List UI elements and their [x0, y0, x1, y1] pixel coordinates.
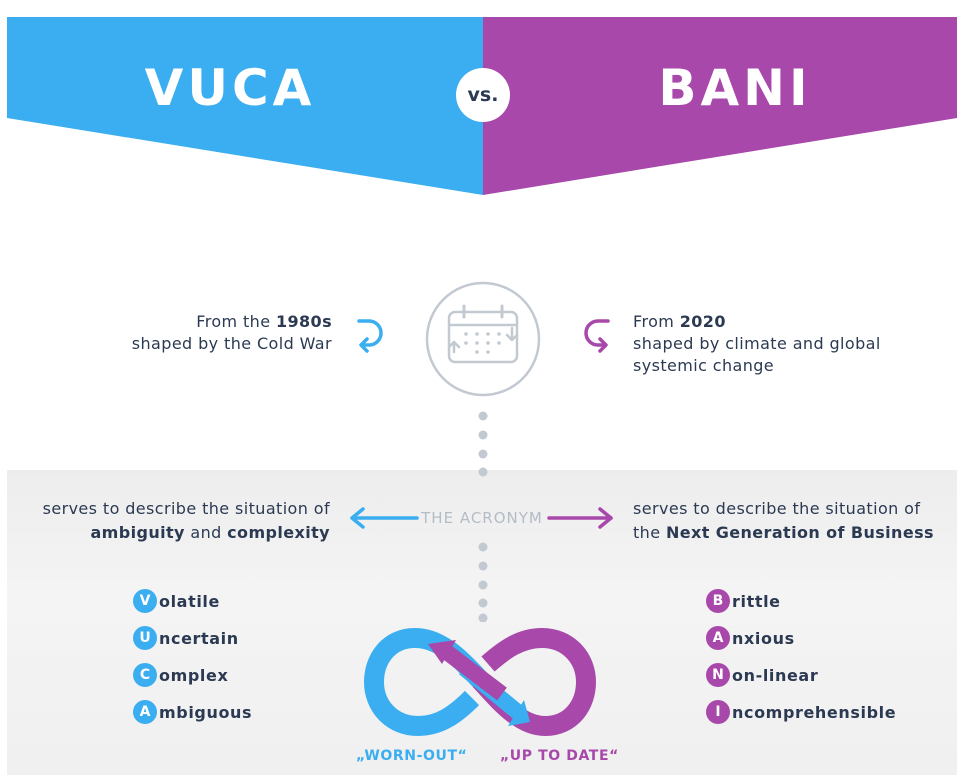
acronym-label: THE ACRONYM: [421, 509, 543, 527]
left-arrow-head-icon: [350, 507, 365, 529]
blue-arrow-head-icon: [508, 700, 530, 726]
infinity-blue-half: [363, 627, 488, 737]
vuca-item-complex: C omplex: [133, 662, 228, 688]
bani-era-line1: From 2020: [633, 312, 726, 331]
worn-out-label: „WORN-OUT“: [356, 748, 468, 764]
bani-item-word: on-linear: [732, 665, 819, 685]
vuca-description: serves to describe the situation of ambi…: [20, 497, 330, 545]
bani-item-brittle: B rittle: [706, 588, 781, 614]
vuca-item-word: ncertain: [159, 628, 239, 648]
purple-arrow-head-icon: [428, 640, 456, 664]
bani-era-line2: shaped by climate and global: [633, 334, 881, 353]
acronym-double-arrow: [350, 507, 613, 529]
vuca-description-line1: serves to describe the situation of: [42, 499, 330, 518]
vs-badge: vs.: [456, 68, 510, 122]
vuca-title: VUCA: [144, 59, 316, 117]
dotted-connector-upper: [478, 411, 488, 477]
vuca-item-word: mbiguous: [159, 702, 253, 722]
bani-era-line3: systemic change: [633, 356, 775, 375]
bani-letter-badge: I: [706, 700, 730, 724]
bani-item-word: ncomprehensible: [732, 702, 897, 722]
vuca-letter-badge: U: [133, 626, 157, 650]
bani-letter-badge: B: [706, 589, 730, 613]
bani-era-text: From 2020 shaped by climate and global s…: [633, 311, 933, 377]
vuca-item-volatile: V olatile: [133, 588, 220, 614]
vuca-era-text: From the 1980s shaped by the Cold War: [60, 311, 332, 355]
vuca-letter-badge: C: [133, 663, 157, 687]
vuca-item-word: omplex: [159, 665, 229, 685]
right-arrow-head-icon: [598, 507, 613, 529]
bani-description-line1: serves to describe the situation of: [633, 499, 921, 518]
bani-description: serves to describe the situation of the …: [633, 497, 953, 545]
bani-curve-arrow-icon: [584, 319, 610, 353]
vuca-description-line2: ambiguity and complexity: [90, 523, 330, 542]
bani-item-word: nxious: [732, 628, 795, 648]
vuca-curve-arrow-icon: [357, 319, 383, 353]
up-to-date-label: „UP TO DATE“: [500, 748, 619, 764]
bani-title: BANI: [658, 59, 812, 117]
vuca-era-year: 1980s: [275, 312, 332, 331]
vuca-letter-badge: V: [133, 589, 157, 613]
bani-item-incomprehensible: I ncomprehensible: [706, 699, 896, 725]
bani-item-word: rittle: [732, 591, 781, 611]
acronym-panel: [7, 470, 957, 775]
vuca-era-line2: shaped by the Cold War: [131, 334, 332, 353]
bani-description-line2: the Next Generation of Business: [633, 523, 934, 542]
vuca-era-line1: From the 1980s: [196, 312, 332, 331]
bani-era-year: 2020: [679, 312, 726, 331]
bani-letter-badge: N: [706, 663, 730, 687]
bani-item-non-linear: N on-linear: [706, 662, 818, 688]
vuca-banner: [7, 17, 483, 195]
header-banner: [7, 17, 957, 195]
bani-item-anxious: A nxious: [706, 625, 795, 651]
bani-letter-badge: A: [706, 626, 730, 650]
calendar-refresh-icon: [425, 281, 541, 397]
vuca-letter-badge: A: [133, 700, 157, 724]
vuca-item-ambiguous: A mbiguous: [133, 699, 252, 725]
bani-banner: [483, 17, 957, 195]
infinity-loop-icon: [363, 627, 597, 737]
vuca-item-word: olatile: [159, 591, 220, 611]
vuca-item-uncertain: U ncertain: [133, 625, 239, 651]
dotted-connector-lower: [478, 542, 488, 622]
